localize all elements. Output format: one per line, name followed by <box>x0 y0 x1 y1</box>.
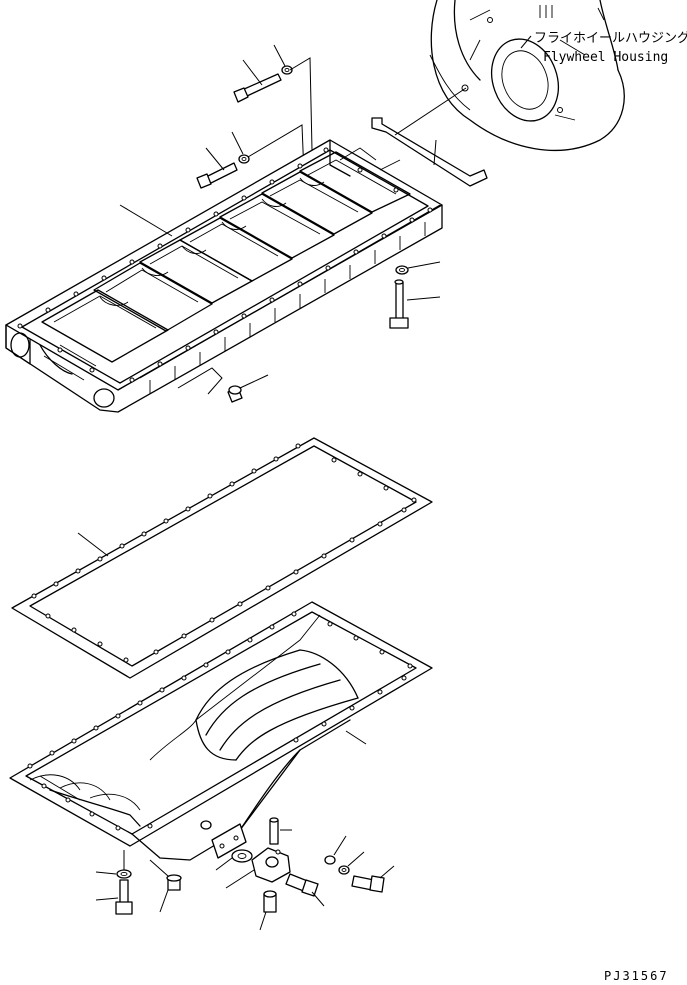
block-leader <box>119 204 173 237</box>
right-bolt <box>389 279 409 329</box>
lower-washer-leader <box>231 131 244 155</box>
bottom-washer <box>116 869 132 879</box>
block-plug <box>227 385 243 403</box>
drawing-number: PJ31567 <box>604 969 669 983</box>
drain-valve <box>251 847 291 883</box>
bottom-bolt <box>115 879 133 915</box>
valve-bolt-leader <box>311 891 325 907</box>
valve-plug <box>263 890 277 913</box>
oil-pan-bolt-holes <box>27 611 413 831</box>
housing-leader <box>520 35 532 49</box>
bolt-group-line-1 <box>289 57 313 151</box>
washer-b-leader <box>347 851 365 867</box>
lower-bolt-leader <box>205 147 225 171</box>
flywheel-housing <box>429 0 625 151</box>
upper-washer-leader <box>273 44 286 67</box>
plug-group-line <box>177 367 223 395</box>
washer-a <box>324 855 336 865</box>
valve-gasket <box>231 849 253 863</box>
block-bolt-holes <box>17 147 433 383</box>
flange-plate <box>211 823 247 859</box>
washer-b <box>338 865 350 875</box>
gasket-leader <box>77 532 109 557</box>
plug-leader <box>239 374 269 389</box>
rod-part <box>371 117 488 187</box>
housing-label-jp: フライホイールハウジング <box>534 31 687 46</box>
pin-part <box>269 817 279 845</box>
long-bolt <box>351 875 385 893</box>
lower-washer <box>238 154 250 164</box>
right-bolt-leader <box>406 296 441 301</box>
drain-valve-leader <box>225 869 255 889</box>
valve-gasket-leader <box>215 857 233 871</box>
long-bolt-leader <box>379 865 395 879</box>
upper-bolt <box>233 73 282 103</box>
bottom-plug-upline <box>149 859 169 877</box>
pan-plug <box>200 820 212 830</box>
lower-bolt <box>196 162 238 189</box>
bottom-plug <box>166 874 182 891</box>
valve-plug-leader <box>259 911 267 931</box>
housing-link-line <box>394 87 467 136</box>
housing-label-en: Flywheel Housing <box>543 50 668 65</box>
bottom-washer-leader <box>95 871 117 875</box>
block-part <box>5 139 443 413</box>
upper-bolt-leader <box>242 59 263 86</box>
right-washer <box>395 265 409 275</box>
bottom-plug-leader <box>159 889 169 913</box>
right-washer-leader <box>407 261 441 269</box>
gasket-part <box>11 437 433 679</box>
oil-pan-leader <box>345 730 367 745</box>
oil-pan-part <box>9 601 433 861</box>
bottom-bolt-leader <box>95 897 119 901</box>
gasket-bolt-holes <box>31 443 417 663</box>
upper-washer <box>281 65 293 75</box>
valve-bolt <box>285 873 319 897</box>
washer-a-leader <box>333 835 347 856</box>
